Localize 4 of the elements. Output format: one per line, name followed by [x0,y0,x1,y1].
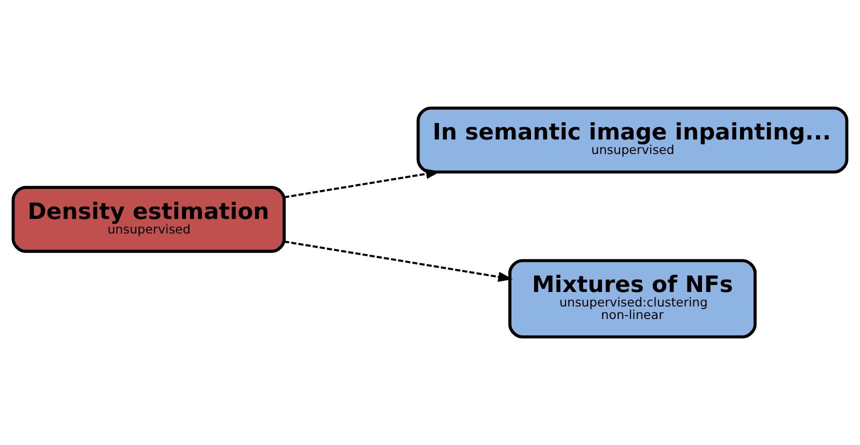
arrow [284,240,513,282]
node-box: In semantic image inpainting... unsupervised [416,106,848,174]
node-box: Density estimation unsupervised [12,186,286,253]
node-box: Mixtures of NFs unsupervised:clustering non-linear [508,259,757,338]
